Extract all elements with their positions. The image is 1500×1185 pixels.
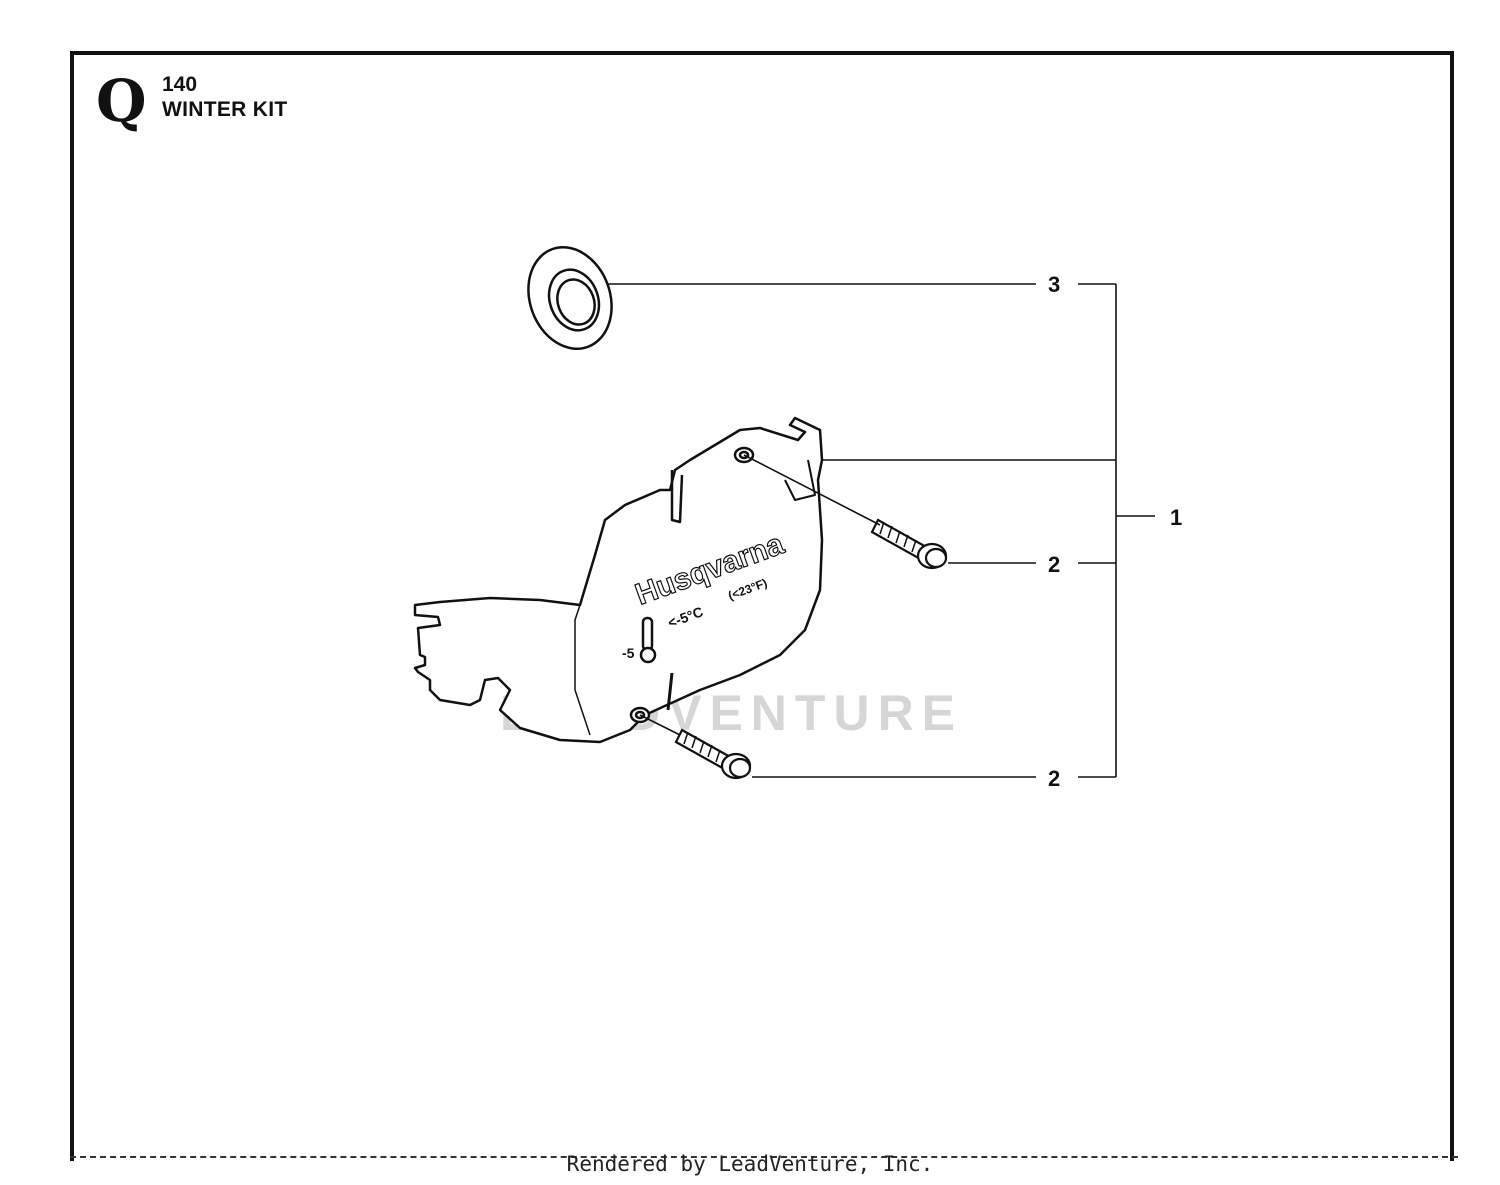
callout-2a[interactable]: 2 xyxy=(1048,552,1060,577)
part-winter-cover[interactable] xyxy=(413,416,824,744)
section-title: WINTER KIT xyxy=(162,98,288,121)
part-screw-lower[interactable] xyxy=(674,728,752,780)
callout-2b[interactable]: 2 xyxy=(1048,766,1060,791)
callout-3[interactable]: 3 xyxy=(1048,272,1060,297)
section-letter: Q xyxy=(96,67,147,135)
cover-temp-minus: -5 xyxy=(622,645,635,661)
section-number: 140 xyxy=(162,73,198,96)
leader-lines xyxy=(608,283,1155,778)
page-cut-line xyxy=(70,1156,1458,1158)
footer-credit: Rendered by LeadVenture, Inc. xyxy=(566,1152,934,1176)
diagram-frame xyxy=(70,51,1454,1161)
part-screw-upper[interactable] xyxy=(870,518,948,570)
callout-1[interactable]: 1 xyxy=(1170,505,1182,530)
part-grommet[interactable] xyxy=(515,235,626,360)
